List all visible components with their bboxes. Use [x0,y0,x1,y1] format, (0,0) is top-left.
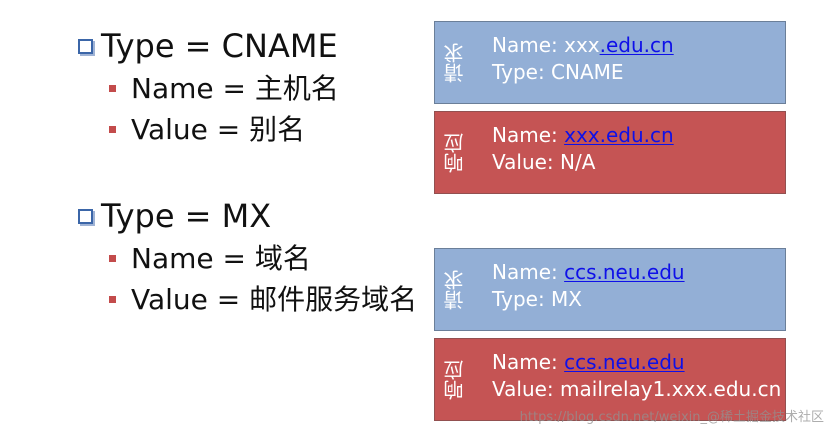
cname-name-item: Name = 主机名 [109,68,339,109]
cname-name-text: Name = 主机名 [131,72,339,105]
mx-request-domain-link[interactable]: ccs.neu.edu [564,260,685,284]
response-label: 响应 [443,360,467,400]
mx-request-name-line: Name: ccs.neu.edu [492,259,685,286]
mx-response-domain-link[interactable]: ccs.neu.edu [564,350,685,374]
square-bullet-icon [78,208,93,224]
name-prefix: Name: [492,123,565,147]
mx-title: Type = MX [101,197,272,235]
cname-response-content: Name: xxx.edu.cn Value: N/A [492,122,674,176]
red-square-bullet-icon [109,126,116,133]
name-plain-part: xxx [564,33,600,57]
mx-response-name-line: Name: ccs.neu.edu [492,349,781,376]
mx-response-value: Value: mailrelay1.xxx.edu.cn [492,377,782,401]
mx-request-content: Name: ccs.neu.edu Type: MX [492,259,685,313]
request-label: 请求 [443,270,467,310]
cname-value-item: Value = 别名 [109,109,339,150]
red-square-bullet-icon [109,255,116,262]
cname-request-box: 请求 Name: xxx.edu.cn Type: CNAME [434,21,786,104]
cname-title: Type = CNAME [101,27,338,65]
cname-response-name-line: Name: xxx.edu.cn [492,122,674,149]
name-prefix: Name: [492,33,565,57]
cname-response-domain-link[interactable]: xxx.edu.cn [564,123,674,147]
mx-section: Type = MX Name = 域名 Value = 邮件服务域名 [78,194,417,320]
mx-response-content: Name: ccs.neu.edu Value: mailrelay1.xxx.… [492,349,781,403]
cname-request-type: Type: CNAME [492,60,624,84]
cname-response-box: 响应 Name: xxx.edu.cn Value: N/A [434,111,786,194]
cname-title-item: Type = CNAME [78,24,339,68]
mx-value-text: Value = 邮件服务域名 [131,283,418,316]
cname-response-value: Value: N/A [492,150,596,174]
cname-request-name-line: Name: xxx.edu.cn [492,32,674,59]
response-label: 响应 [443,133,467,173]
cname-value-text: Value = 别名 [131,113,306,146]
red-square-bullet-icon [109,85,116,92]
mx-value-item: Value = 邮件服务域名 [109,279,417,320]
request-label: 请求 [443,43,467,83]
cname-request-content: Name: xxx.edu.cn Type: CNAME [492,32,674,86]
mx-title-item: Type = MX [78,194,417,238]
cname-request-domain-link[interactable]: .edu.cn [599,33,674,57]
name-prefix: Name: [492,350,565,374]
mx-request-type: Type: MX [492,287,582,311]
mx-response-box: 响应 Name: ccs.neu.edu Value: mailrelay1.x… [434,338,786,421]
mx-request-box: 请求 Name: ccs.neu.edu Type: MX [434,248,786,331]
red-square-bullet-icon [109,296,116,303]
name-prefix: Name: [492,260,565,284]
mx-name-item: Name = 域名 [109,238,417,279]
mx-name-text: Name = 域名 [131,242,311,275]
cname-section: Type = CNAME Name = 主机名 Value = 别名 [78,24,339,150]
square-bullet-icon [78,38,93,54]
